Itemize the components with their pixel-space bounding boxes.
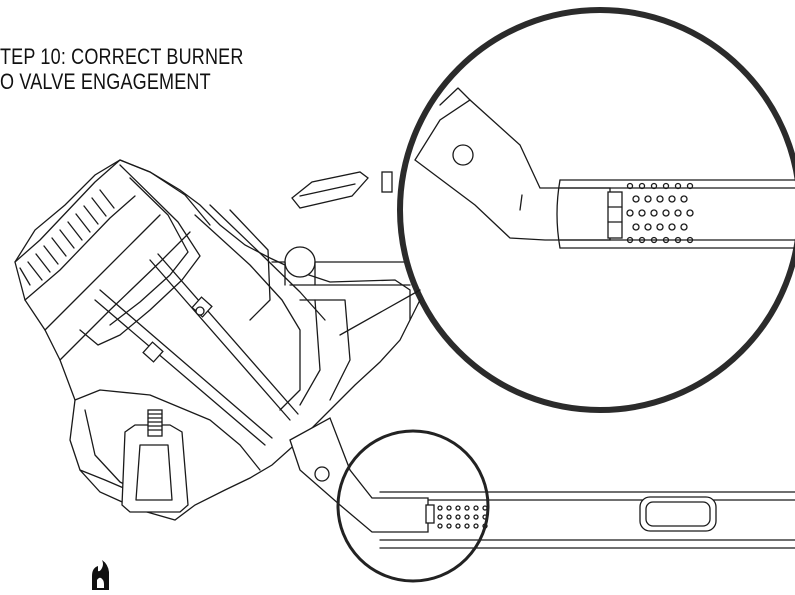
- step-heading: TEP 10: CORRECT BURNER O VALVE ENGAGEMEN…: [0, 44, 244, 94]
- step-heading-line1: TEP 10: CORRECT BURNER: [0, 44, 244, 69]
- grill-body-assembly: [14, 159, 411, 521]
- callout-connector-line: [339, 289, 421, 336]
- callout-circle-small: [336, 429, 490, 583]
- burner-tube: [289, 417, 795, 549]
- burner-perforations-small: [437, 505, 488, 529]
- step-heading-line2: O VALVE ENGAGEMENT: [0, 69, 211, 94]
- burner-perforations-magnified: [626, 182, 694, 244]
- callout-connector-line: [409, 299, 421, 321]
- flame-icon: [92, 560, 109, 590]
- magnified-detail-callout: [397, 7, 795, 413]
